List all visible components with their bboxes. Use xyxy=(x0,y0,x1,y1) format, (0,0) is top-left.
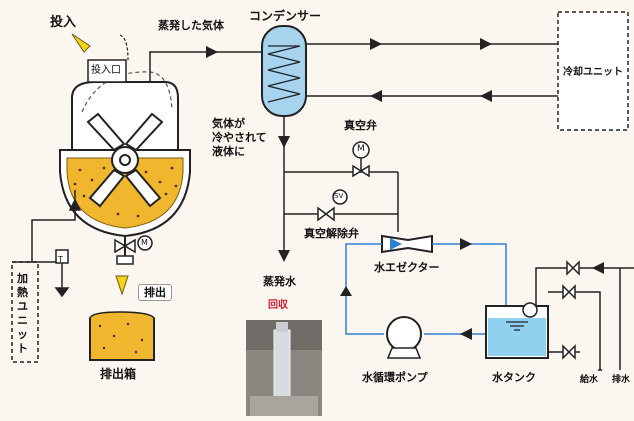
water-pump xyxy=(386,316,422,359)
recovery-label: 回収 xyxy=(268,300,288,311)
discharge-box-label: 排出箱 xyxy=(100,367,137,381)
vacuum-release-valve xyxy=(317,189,348,222)
recovery-photo xyxy=(246,320,322,416)
water-circulation-line xyxy=(345,243,507,335)
water-ejector-label: 水エゼクター xyxy=(374,261,440,274)
cooling-unit-label: 冷却ユニット xyxy=(563,67,623,78)
dryer-vessel xyxy=(59,33,191,296)
gas-line xyxy=(149,51,268,82)
condenser-outlet xyxy=(283,116,399,258)
drain-label: 排水 xyxy=(612,375,631,385)
supply-drain-piping xyxy=(535,267,634,371)
vacuum-release-valve-label: 真空解除弁 xyxy=(304,227,359,240)
vacuum-valve-motor-symbol: M xyxy=(357,144,365,154)
water-tank-label: 水タンク xyxy=(492,371,536,384)
water-pump-label: 水循環ポンプ xyxy=(362,371,428,384)
discharge-label: 排出 xyxy=(138,284,172,301)
water-supply-label: 給水 xyxy=(580,375,599,385)
vacuum-valve xyxy=(352,141,370,178)
discharge-box xyxy=(89,311,155,361)
gas-to-liquid-line2: 冷やされて xyxy=(212,131,267,144)
heating-unit-label: 加熱ユニット xyxy=(17,272,28,355)
input-port-label: 投入口 xyxy=(91,65,121,76)
sv-symbol: SV xyxy=(334,192,344,200)
evaporated-gas-label: 蒸発した気体 xyxy=(158,19,224,32)
gas-to-liquid-line1: 気体が xyxy=(212,117,245,130)
vacuum-valve-label: 真空弁 xyxy=(344,119,377,132)
input-label: 投入 xyxy=(50,15,77,30)
cooling-unit-box xyxy=(557,11,629,131)
thermometer-symbol: T xyxy=(58,255,63,264)
condenser-label: コンデンサー xyxy=(249,9,322,23)
water-tank xyxy=(485,302,549,359)
discharge-motor-symbol: M xyxy=(141,238,148,247)
water-ejector xyxy=(381,234,433,254)
gas-to-liquid-line3: 液体に xyxy=(212,145,245,158)
cooling-loop xyxy=(306,43,558,97)
condenser xyxy=(261,25,307,117)
evaporated-water-label: 蒸発水 xyxy=(263,275,296,288)
